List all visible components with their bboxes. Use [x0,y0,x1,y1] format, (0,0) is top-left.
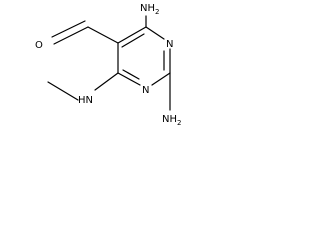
bond-c2-n3 [145,26,165,40]
amine-label-top: NH2 [140,3,159,16]
amine-label-left: HN [78,95,93,106]
bond-c4-n5 [151,72,171,86]
bond-nh-methyl [47,81,79,101]
bond-cho-o-inner [51,20,86,38]
ring-nitrogen-top: N [166,39,173,50]
bond-c6-nh [94,72,119,91]
bond-n5-c6-inner [122,69,140,80]
bond-c1-c2 [117,26,147,44]
bond-c1-cho [87,26,119,44]
amine-label-right: NH2 [162,114,181,127]
bond-c1-c2-inner [121,33,145,48]
bond-cho-o [53,26,89,45]
atom-labels: NH2 N N NH2 HN O [35,3,181,127]
ring-nitrogen-bottom: N [142,85,149,96]
chemical-structure: NH2 N N NH2 HN O [35,3,181,127]
aldehyde-oxygen-label: O [35,40,43,51]
ring-bonds [117,26,171,86]
substituent-bonds [47,15,171,111]
bond-n5-c6 [117,72,141,86]
